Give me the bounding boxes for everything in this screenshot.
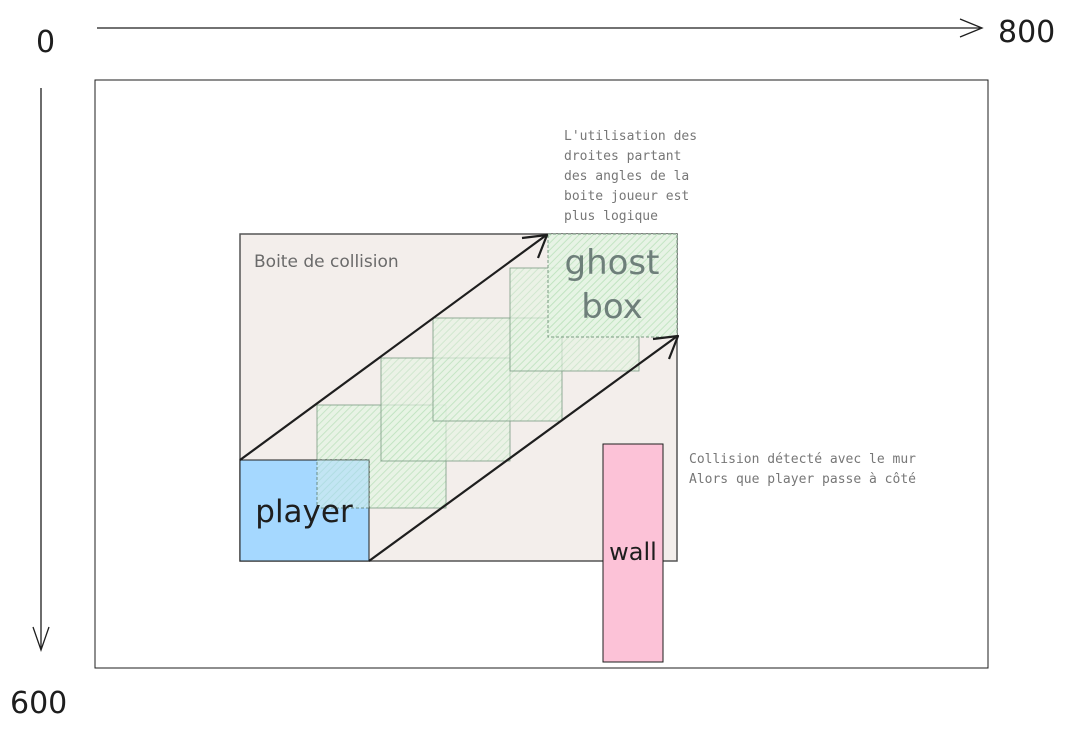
- ghost-box-label-line1: ghost: [565, 243, 660, 283]
- player-label: player: [255, 494, 353, 530]
- ghost-box-label-line2: box: [581, 287, 642, 327]
- collision-note: Collision détecté avec le mur Alors que …: [689, 452, 916, 487]
- collision-note-line: Alors que player passe à côté: [689, 472, 916, 487]
- x-axis-end-label: 800: [998, 15, 1055, 50]
- screen-frame: [94, 79, 989, 669]
- top-note-line: boite joueur est: [564, 189, 689, 204]
- top-left-vector-line: [239, 235, 546, 461]
- x-axis-start-label: 0: [36, 25, 55, 60]
- bottom-right-vector-line: [368, 336, 677, 562]
- wall-box: [602, 443, 664, 663]
- bottom-right-vector-arrowhead: [652, 334, 680, 360]
- collision-note-line: Collision détecté avec le mur: [689, 452, 916, 467]
- ghost-box: [547, 233, 678, 338]
- player-ghost-overlap: [316, 459, 370, 509]
- top-note-line: des angles de la: [564, 169, 689, 184]
- y-axis-arrowhead: [32, 626, 50, 652]
- top-note-line: plus logique: [564, 209, 658, 224]
- top-note: L'utilisation des droites partant des an…: [564, 129, 697, 224]
- top-note-line: L'utilisation des: [564, 129, 697, 144]
- wall-label: wall: [609, 538, 657, 566]
- top-left-vector-arrowhead: [521, 233, 549, 259]
- top-note-line: droites partant: [564, 149, 681, 164]
- x-axis-arrowhead: [959, 18, 984, 38]
- y-axis-end-label: 600: [10, 686, 67, 721]
- collision-box-label: Boite de collision: [254, 252, 399, 272]
